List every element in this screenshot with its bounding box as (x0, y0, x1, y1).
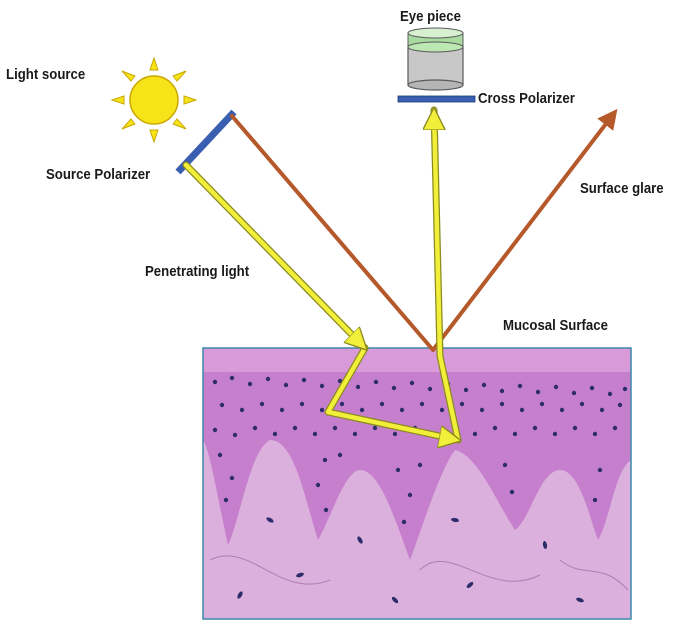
label-eye-piece: Eye piece (400, 8, 461, 25)
label-cross-polarizer: Cross Polarizer (478, 90, 575, 107)
tissue-section (203, 348, 631, 619)
label-mucosal-surface: Mucosal Surface (503, 317, 608, 334)
eyepiece-icon (408, 28, 463, 90)
label-source-polarizer: Source Polarizer (46, 166, 150, 183)
sun-icon (112, 58, 196, 142)
label-surface-glare: Surface glare (580, 180, 664, 197)
surface-glare-ray (433, 112, 615, 350)
cross-polarizer-icon (398, 96, 475, 102)
label-penetrating-light: Penetrating light (145, 263, 249, 280)
label-light-source: Light source (6, 66, 85, 83)
